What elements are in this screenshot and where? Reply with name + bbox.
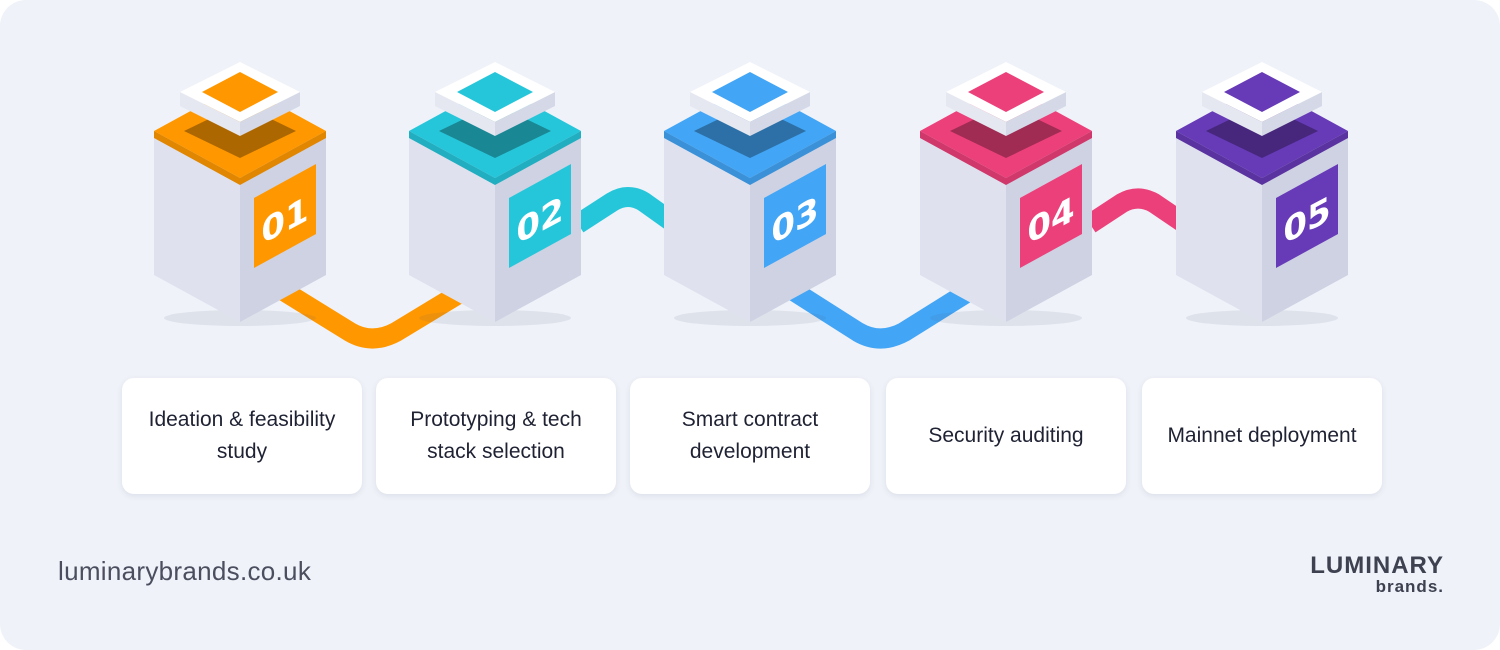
lid-color-square — [1224, 72, 1300, 112]
step-card-5: Mainnet deployment — [1142, 378, 1382, 494]
step-card-3: Smart contract development — [630, 378, 870, 494]
step-5-number-badge — [1276, 164, 1338, 268]
lid-left-side — [690, 92, 750, 136]
website-url: luminarybrands.co.uk — [58, 556, 312, 586]
block-left-face — [409, 131, 495, 322]
lid-color-square — [457, 72, 533, 112]
lid-right-side — [1006, 92, 1066, 136]
lid-left-side — [1202, 92, 1262, 136]
lid-right-side — [495, 92, 555, 136]
step-card-2: Prototyping & tech stack selection — [376, 378, 616, 494]
lid-color-square — [712, 72, 788, 112]
lid-color-square — [202, 72, 278, 112]
step-card-4: Security auditing — [886, 378, 1126, 494]
step-4-label: Security auditing — [928, 424, 1084, 447]
step-card-1: Ideation & feasibility study — [122, 378, 362, 494]
step-1-number-badge — [254, 164, 316, 268]
connector-1-2 — [276, 281, 468, 349]
step-4-number-badge — [1020, 164, 1082, 268]
brand-logo: LUMINARY brands. — [1310, 554, 1444, 596]
lid-right-side — [1262, 92, 1322, 136]
lid-right-side — [750, 92, 810, 136]
brand-logo-name: LUMINARY — [1310, 552, 1444, 579]
brand-logo-subtitle: brands. — [1375, 577, 1444, 596]
process-diagram: 01 02 03 04 05 — [154, 62, 1348, 349]
lid-left-side — [946, 92, 1006, 136]
block-left-face — [664, 131, 750, 322]
block-left-face — [154, 131, 240, 322]
connector-2-3 — [572, 187, 678, 233]
connector-3-4 — [786, 281, 974, 349]
connector-4-5 — [1084, 188, 1188, 233]
step-3-block: 03 — [664, 62, 836, 326]
lid-left-side — [435, 92, 495, 136]
step-2-label: Prototyping & tech stack selection — [410, 408, 582, 463]
step-1-label: Ideation & feasibility study — [148, 408, 336, 463]
step-5-block: 05 — [1176, 62, 1348, 326]
lid-right-side — [240, 92, 300, 136]
step-2-block: 02 — [409, 62, 581, 326]
step-3-number-badge — [764, 164, 826, 268]
step-1-block: 01 — [154, 62, 326, 326]
step-2-number-badge — [509, 164, 571, 268]
connector-layer — [276, 187, 1188, 349]
step-4-block: 04 — [920, 62, 1092, 326]
step-3-label: Smart contract development — [681, 408, 819, 463]
block-left-face — [1176, 131, 1262, 322]
block-left-face — [920, 131, 1006, 322]
lid-color-square — [968, 72, 1044, 112]
step-5-label: Mainnet deployment — [1167, 424, 1357, 447]
lid-left-side — [180, 92, 240, 136]
